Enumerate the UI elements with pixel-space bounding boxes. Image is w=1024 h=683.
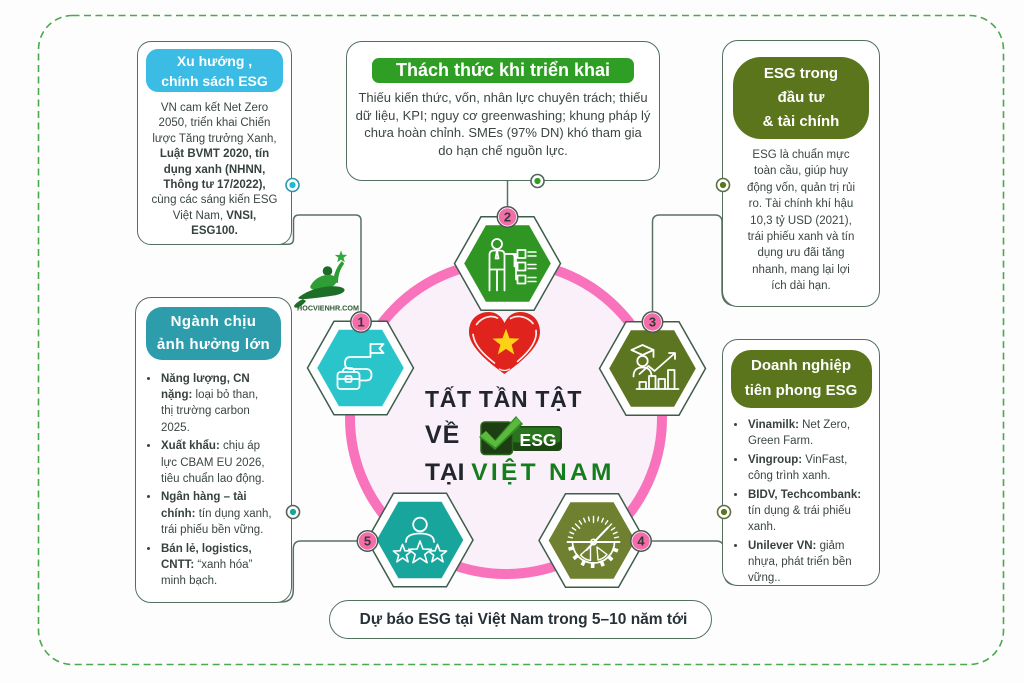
svg-text:5: 5 (364, 534, 371, 549)
svg-text:3: 3 (649, 315, 656, 330)
svg-text:HOCVIENHR.COM: HOCVIENHR.COM (297, 304, 359, 313)
svg-text:2: 2 (504, 210, 511, 225)
svg-text:4: 4 (637, 534, 645, 549)
svg-text:1: 1 (357, 315, 364, 330)
svg-text:ESG: ESG (520, 430, 557, 450)
